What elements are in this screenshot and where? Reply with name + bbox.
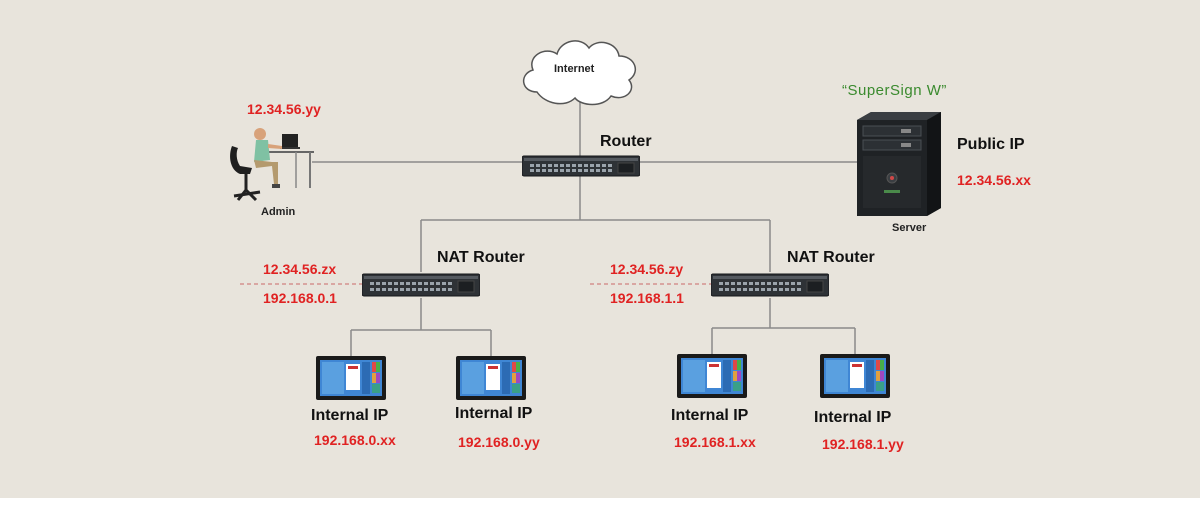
internet-label: Internet — [554, 63, 595, 75]
cloud-icon — [523, 40, 637, 106]
display-3-label: Internal IP — [671, 407, 749, 424]
switch-icon — [710, 273, 830, 297]
display-2 — [456, 356, 526, 400]
nat-left-label: NAT Router — [437, 249, 525, 266]
admin-label: Admin — [261, 206, 296, 218]
switch-icon — [361, 273, 481, 297]
server-tower — [857, 112, 941, 216]
admin-workstation — [226, 126, 316, 204]
display-2-label: Internal IP — [455, 405, 533, 422]
display-monitor-icon — [820, 354, 890, 398]
nat-left-lan-ip: 192.168.0.1 — [263, 290, 337, 306]
nat-left-router — [361, 272, 481, 298]
admin-ip: 12.34.56.yy — [247, 101, 321, 117]
display-monitor-icon — [456, 356, 526, 400]
main-router — [521, 154, 641, 178]
display-1-label: Internal IP — [311, 407, 389, 424]
internet-cloud: Internet — [515, 30, 645, 110]
nat-right-wan-ip: 12.34.56.zy — [610, 261, 684, 277]
person-at-desk-icon — [230, 128, 314, 202]
nat-right-lan-ip: 192.168.1.1 — [610, 290, 684, 306]
display-monitor-icon — [316, 356, 386, 400]
nat-left-wan-ip: 12.34.56.zx — [263, 261, 337, 277]
display-2-ip: 192.168.0.yy — [458, 434, 540, 450]
switch-icon — [521, 155, 641, 177]
public-ip-value: 12.34.56.xx — [957, 172, 1031, 188]
display-1-ip: 192.168.0.xx — [314, 432, 396, 448]
nat-right-router — [710, 272, 830, 298]
nat-right-label: NAT Router — [787, 249, 875, 266]
display-monitor-icon — [677, 354, 747, 398]
display-4-label: Internal IP — [814, 409, 892, 426]
public-ip-label: Public IP — [957, 136, 1025, 153]
server-title: “SuperSign W” — [842, 82, 947, 99]
display-4-ip: 192.168.1.yy — [822, 436, 904, 452]
display-3-ip: 192.168.1.xx — [674, 434, 756, 450]
display-3 — [677, 354, 747, 398]
display-1 — [316, 356, 386, 400]
server-icon — [857, 112, 941, 216]
server-label: Server — [892, 222, 927, 234]
router-label: Router — [600, 133, 652, 150]
display-4 — [820, 354, 890, 398]
